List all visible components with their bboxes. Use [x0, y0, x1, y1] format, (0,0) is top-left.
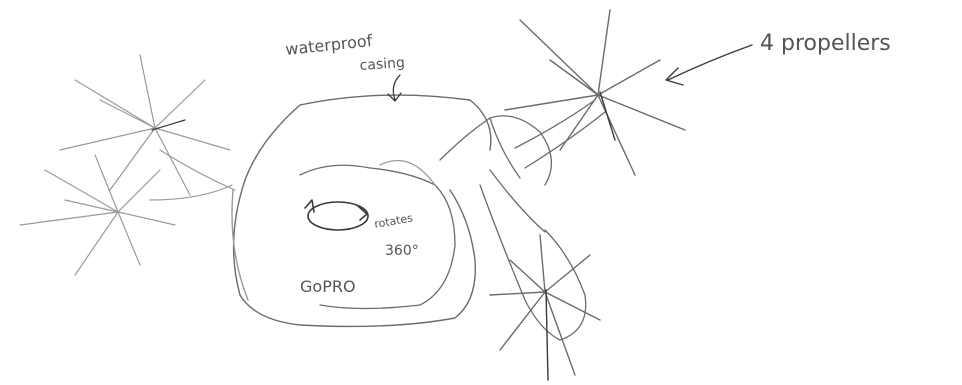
propeller-top-left [60, 55, 230, 195]
drone-body [232, 95, 491, 326]
propellers-label: 4 propellers [760, 31, 891, 56]
casing-arrow-icon [388, 75, 401, 101]
rotate-label-line2: 360° [385, 243, 419, 259]
right-arm-lower [480, 170, 586, 340]
propellers-arrow-icon [666, 45, 752, 85]
casing-label-line1: waterproof [284, 31, 373, 59]
propeller-bottom-right [490, 235, 600, 380]
camera-label: GoPRO [300, 277, 356, 296]
camera-lens-icon [305, 200, 368, 230]
right-arm-upper [440, 100, 605, 185]
left-arm [150, 150, 235, 200]
propeller-top-right [505, 10, 685, 175]
propeller-bottom-left [20, 155, 175, 275]
rotate-label-line1: rotates [373, 211, 414, 231]
casing-label-line2: casing [359, 55, 405, 74]
